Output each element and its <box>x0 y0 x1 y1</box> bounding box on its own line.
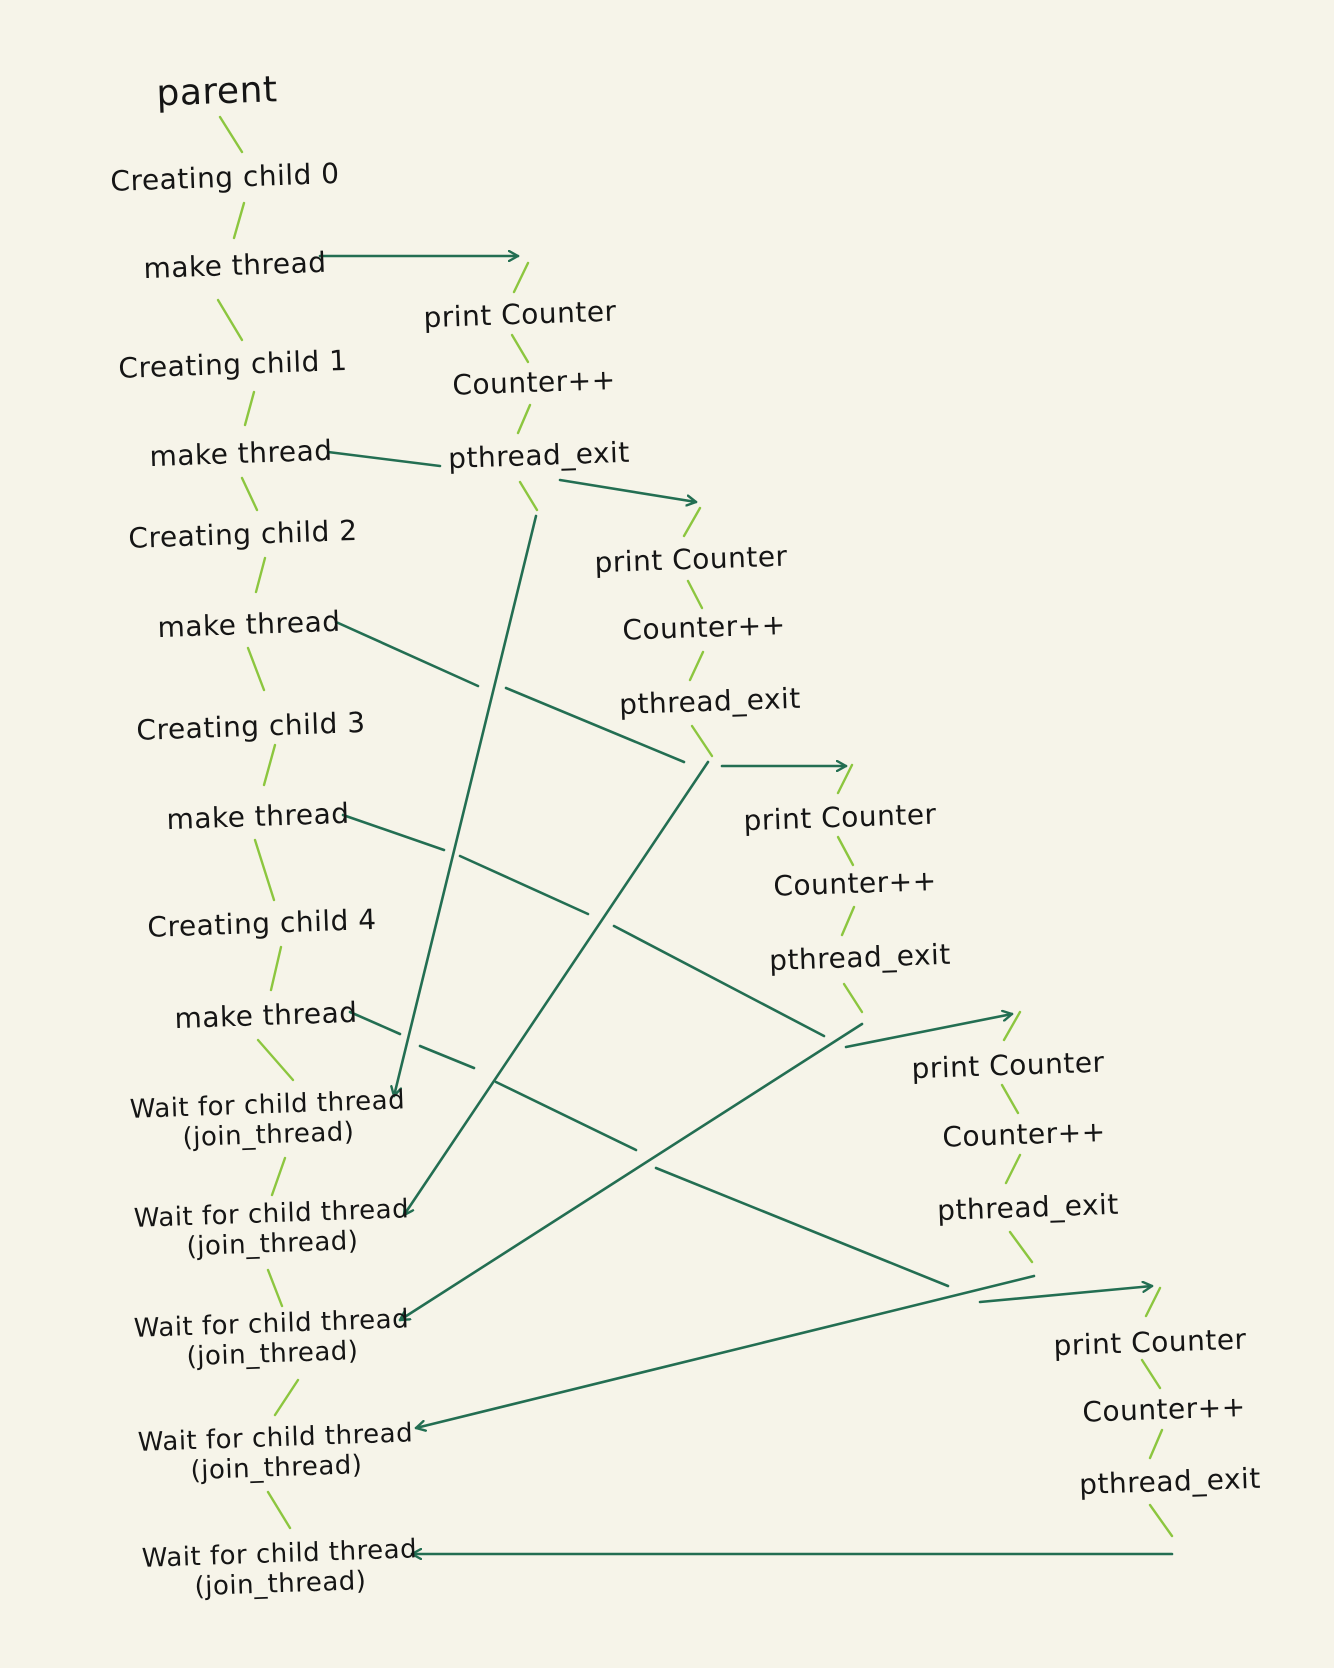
spawn-arrow <box>458 854 590 916</box>
thread-2-pthread-exit: pthread_exit <box>768 937 952 978</box>
thread-connector <box>688 650 705 682</box>
thread-connector <box>836 763 854 795</box>
parent-connector <box>240 476 259 512</box>
spawn-arrow <box>418 1044 476 1070</box>
thread-connector <box>836 835 855 867</box>
thread-4-pthread-exit: pthread_exit <box>1078 1461 1262 1502</box>
thread-0-counter-increment: Counter++ <box>451 363 617 402</box>
return-arrow <box>402 760 710 1217</box>
parent-connector <box>273 1378 300 1417</box>
parent-connector <box>262 743 277 787</box>
spawn-arrow <box>558 478 698 502</box>
thread-connector <box>690 724 714 758</box>
spawn-arrow <box>978 1286 1154 1304</box>
spawn-arrow <box>348 1010 402 1036</box>
spawn-arrow <box>844 1014 1014 1049</box>
parent-connector <box>266 1490 292 1530</box>
parent-connector <box>266 1268 284 1308</box>
thread-1-pthread-exit: pthread_exit <box>618 681 802 722</box>
parent-connector <box>270 1156 287 1197</box>
thread-connector <box>510 333 530 364</box>
thread-connector <box>1004 1153 1022 1185</box>
thread-4-print-counter: print Counter <box>1052 1322 1248 1363</box>
thread-connector <box>512 261 530 294</box>
return-arrow <box>398 1022 864 1322</box>
thread-connector <box>842 982 864 1014</box>
parent-connector <box>256 1038 295 1082</box>
thread-connector <box>686 579 704 610</box>
parent-connector <box>254 556 267 594</box>
parent-wait-4: Wait for child thread (join_thread) <box>141 1534 418 1604</box>
thread-2-print-counter: print Counter <box>742 797 938 838</box>
spawn-arrow <box>341 813 446 852</box>
thread-connector <box>518 480 539 512</box>
return-arrow <box>394 514 538 1098</box>
thread-3-print-counter: print Counter <box>910 1045 1106 1086</box>
thread-1-print-counter: print Counter <box>593 539 789 580</box>
thread-connector <box>516 403 532 435</box>
spawn-arrow <box>334 620 480 688</box>
parent-step-make-thread-0: make thread <box>142 245 328 286</box>
thread-4-counter-increment: Counter++ <box>1081 1390 1247 1429</box>
parent-connector <box>246 646 266 692</box>
thread-3-pthread-exit: pthread_exit <box>936 1187 1120 1228</box>
parent-title: parent <box>155 69 279 115</box>
thread-connector <box>1148 1503 1174 1538</box>
thread-connector <box>840 905 856 937</box>
return-arrow <box>414 1274 1036 1428</box>
thread-connector <box>1140 1358 1162 1390</box>
parent-step-make-thread-3: make thread <box>165 796 351 837</box>
thread-connector <box>682 506 702 538</box>
thread-3-counter-increment: Counter++ <box>941 1115 1107 1154</box>
thread-0-print-counter: print Counter <box>422 294 618 335</box>
thread-connector <box>1008 1230 1034 1264</box>
thread-connector <box>1002 1010 1022 1042</box>
parent-wait-3: Wait for child thread (join_thread) <box>137 1418 414 1488</box>
thread-connector <box>1148 1428 1164 1460</box>
parent-step-make-thread-2: make thread <box>156 604 342 645</box>
thread-1-counter-increment: Counter++ <box>621 608 787 647</box>
parent-connector <box>218 115 244 154</box>
parent-connector <box>243 390 256 427</box>
spawn-arrow <box>326 450 442 468</box>
parent-step-make-thread-1: make thread <box>148 433 334 474</box>
parent-connector <box>216 298 244 342</box>
thread-connector <box>1000 1083 1020 1115</box>
parent-connector <box>232 201 246 240</box>
thread-0-pthread-exit: pthread_exit <box>447 435 631 476</box>
parent-connector <box>269 945 283 992</box>
parent-wait-1: Wait for child thread (join_thread) <box>133 1194 410 1264</box>
parent-step-make-thread-4: make thread <box>173 995 359 1036</box>
spawn-arrow <box>654 1166 950 1288</box>
thread-2-counter-increment: Counter++ <box>772 864 938 903</box>
spawn-arrow <box>494 1080 638 1152</box>
spawn-arrow <box>504 686 686 764</box>
parent-connector <box>253 838 276 902</box>
spawn-arrow <box>612 924 826 1038</box>
parent-wait-0: Wait for child thread (join_thread) <box>129 1085 406 1155</box>
parent-wait-2: Wait for child thread (join_thread) <box>133 1304 410 1374</box>
thread-connector <box>1144 1286 1162 1318</box>
